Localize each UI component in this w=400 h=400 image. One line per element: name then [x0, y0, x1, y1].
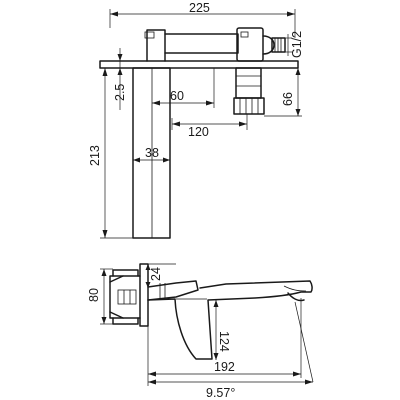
wall-plate-top [99, 60, 299, 69]
aerator-outlet [287, 292, 305, 302]
label-2-5: 2.5 [113, 84, 127, 101]
label-9-57: 9.57° [206, 386, 235, 400]
label-38: 38 [145, 146, 159, 160]
handle-lever [164, 33, 239, 54]
spout-side [147, 280, 313, 360]
label-24: 24 [149, 267, 163, 281]
label-120: 120 [188, 125, 209, 139]
label-g12: G1/2 [290, 31, 304, 58]
side-view [100, 263, 314, 386]
dimension-labels: 225 G1/2 2.5 60 66 120 213 38 80 24 124 … [87, 1, 304, 400]
label-80: 80 [87, 288, 101, 302]
spout-body [132, 67, 171, 239]
label-225: 225 [189, 1, 210, 15]
label-192: 192 [214, 360, 235, 374]
top-view [99, 9, 302, 239]
label-213: 213 [88, 145, 102, 166]
valve-cartridge [235, 67, 262, 99]
wall-plate-side [139, 263, 149, 327]
label-60: 60 [170, 89, 184, 103]
thread-connector [271, 37, 286, 53]
label-66: 66 [281, 92, 295, 106]
mounting-block [109, 275, 141, 319]
label-124: 124 [217, 331, 231, 352]
handle-knob [236, 27, 264, 62]
handle-side [147, 280, 199, 301]
upper-bracket [146, 29, 166, 62]
